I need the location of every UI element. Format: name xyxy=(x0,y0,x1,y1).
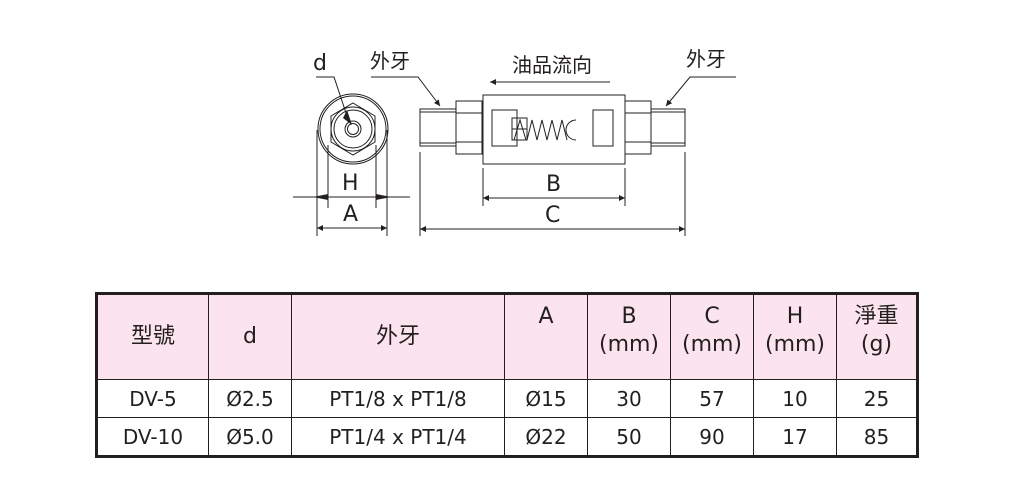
cell-B: 50 xyxy=(587,417,671,457)
side-view xyxy=(371,76,736,236)
label-male-thread-right: 外牙 xyxy=(686,47,726,71)
label-C: C xyxy=(545,203,560,228)
cell-B: 30 xyxy=(587,379,671,418)
header-A: A xyxy=(504,293,588,380)
label-B: B xyxy=(546,172,561,197)
table-row: DV-10 Ø5.0 PT1/4 x PT1/4 Ø22 50 90 17 85 xyxy=(96,417,918,457)
cell-H: 10 xyxy=(753,379,837,418)
check-valve-drawing: d 外牙 油品流向 外牙 H A B C xyxy=(293,47,736,236)
cell-net-weight: 85 xyxy=(836,417,918,457)
label-male-thread-left: 外牙 xyxy=(370,49,410,73)
label-H: H xyxy=(342,171,359,196)
cell-model: DV-10 xyxy=(96,417,209,457)
header-male-thread: 外牙 xyxy=(291,293,505,380)
label-flow-direction: 油品流向 xyxy=(512,53,592,77)
cell-male-thread: PT1/8 x PT1/8 xyxy=(291,379,505,418)
header-H: H(mm) xyxy=(753,293,837,380)
header-net-weight: 淨重(g) xyxy=(836,293,918,380)
cell-H: 17 xyxy=(753,417,837,457)
table-row: DV-5 Ø2.5 PT1/8 x PT1/8 Ø15 30 57 10 25 xyxy=(96,379,918,418)
cell-male-thread: PT1/4 x PT1/4 xyxy=(291,417,505,457)
cell-A: Ø22 xyxy=(504,417,588,457)
header-model: 型號 xyxy=(96,293,209,380)
cell-d: Ø5.0 xyxy=(208,417,292,457)
cell-C: 57 xyxy=(670,379,754,418)
cell-C: 90 xyxy=(670,417,754,457)
label-A: A xyxy=(343,202,358,227)
table-header-row: 型號 d 外牙 A B(mm) C(mm) H(mm) 淨重(g) xyxy=(96,293,918,380)
cell-model: DV-5 xyxy=(96,379,209,418)
cell-d: Ø2.5 xyxy=(208,379,292,418)
label-d: d xyxy=(313,51,327,76)
cell-A: Ø15 xyxy=(504,379,588,418)
header-C: C(mm) xyxy=(670,293,754,380)
header-B: B(mm) xyxy=(587,293,671,380)
cell-net-weight: 25 xyxy=(836,379,918,418)
spec-table: 型號 d 外牙 A B(mm) C(mm) H(mm) 淨重(g) DV-5 Ø… xyxy=(95,292,919,458)
header-d: d xyxy=(208,293,292,380)
